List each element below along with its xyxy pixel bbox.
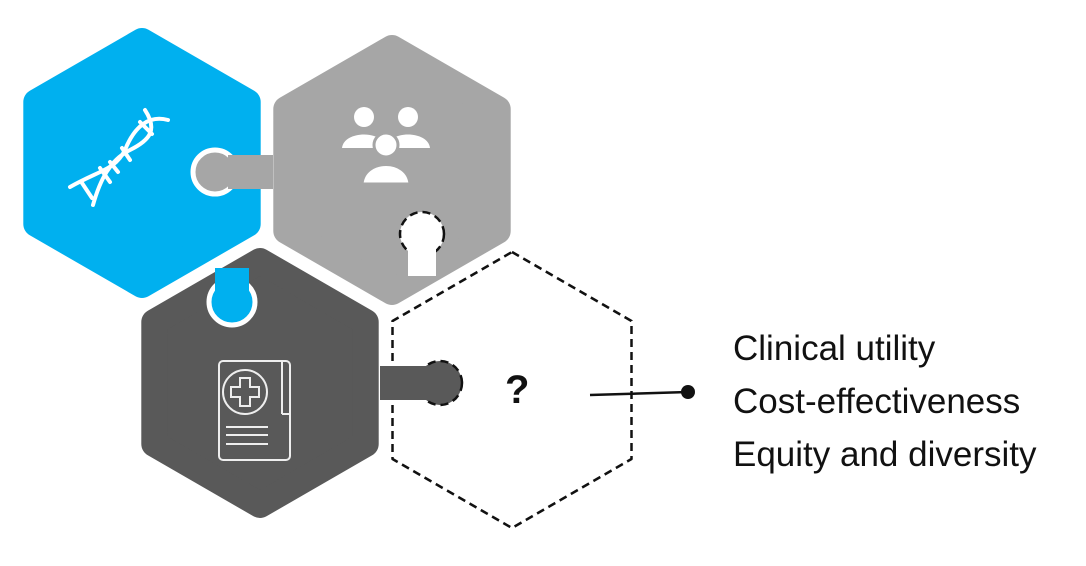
knob-unknown xyxy=(398,210,446,258)
criterion-equity-diversity: Equity and diversity xyxy=(733,435,1037,474)
criteria-list: Clinical utility Cost-effectiveness Equi… xyxy=(733,322,1036,481)
piece-clinical xyxy=(141,248,379,518)
medical-record-icon xyxy=(218,360,291,461)
dna-icon xyxy=(68,108,170,207)
connector-dot xyxy=(681,385,695,399)
piece-unknown xyxy=(391,250,633,530)
criterion-cost-effectiveness: Cost-effectiveness xyxy=(733,382,1021,421)
people-group-icon xyxy=(342,107,430,186)
piece-genomics xyxy=(23,28,261,298)
connector-line xyxy=(589,390,689,397)
question-mark: ? xyxy=(505,368,530,412)
criterion-clinical-utility: Clinical utility xyxy=(733,329,936,368)
